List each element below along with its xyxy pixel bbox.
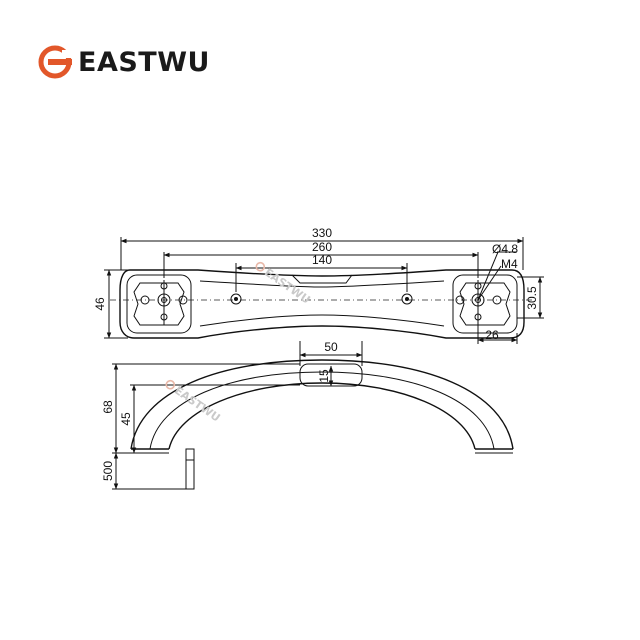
dim-hole-diameter: Ø4.8 xyxy=(492,242,518,256)
dim-inner-height: 45 xyxy=(119,412,133,426)
brand-logo: EASTWU xyxy=(38,42,238,82)
dim-thread: M4 xyxy=(501,257,518,271)
dim-overall-length: 330 xyxy=(312,226,332,240)
arch-inner xyxy=(168,382,476,450)
dim-height: 46 xyxy=(93,297,107,311)
top-view: 330 260 140 xyxy=(93,226,544,344)
mount-hole-right xyxy=(401,293,413,305)
leader-thread xyxy=(477,265,502,301)
arch-outer xyxy=(130,359,514,450)
screw xyxy=(185,448,195,490)
handle-top-outline xyxy=(119,269,525,339)
dim-mount-pitch: 260 xyxy=(312,240,332,254)
left-end-cap xyxy=(126,274,192,334)
brand-name: EASTWU xyxy=(78,46,210,78)
dim-screw-length: 500 xyxy=(101,461,115,481)
grip-recess xyxy=(291,274,353,284)
mount-hole-left xyxy=(230,293,242,305)
dim-end-height: 30.5 xyxy=(525,286,539,310)
dim-grip-width: 50 xyxy=(324,340,338,354)
dim-grip-height: 15 xyxy=(317,369,331,383)
dim-end-width: 26 xyxy=(485,328,499,342)
side-view: 50 15 68 45 500 xyxy=(101,340,514,490)
dim-inner-pitch: 140 xyxy=(312,253,332,267)
eastwu-logo-icon xyxy=(38,45,72,79)
handle-edge-upper xyxy=(199,280,445,288)
dim-total-height: 68 xyxy=(101,400,115,414)
leader-hole xyxy=(477,251,499,301)
handle-edge-lower xyxy=(199,314,445,327)
